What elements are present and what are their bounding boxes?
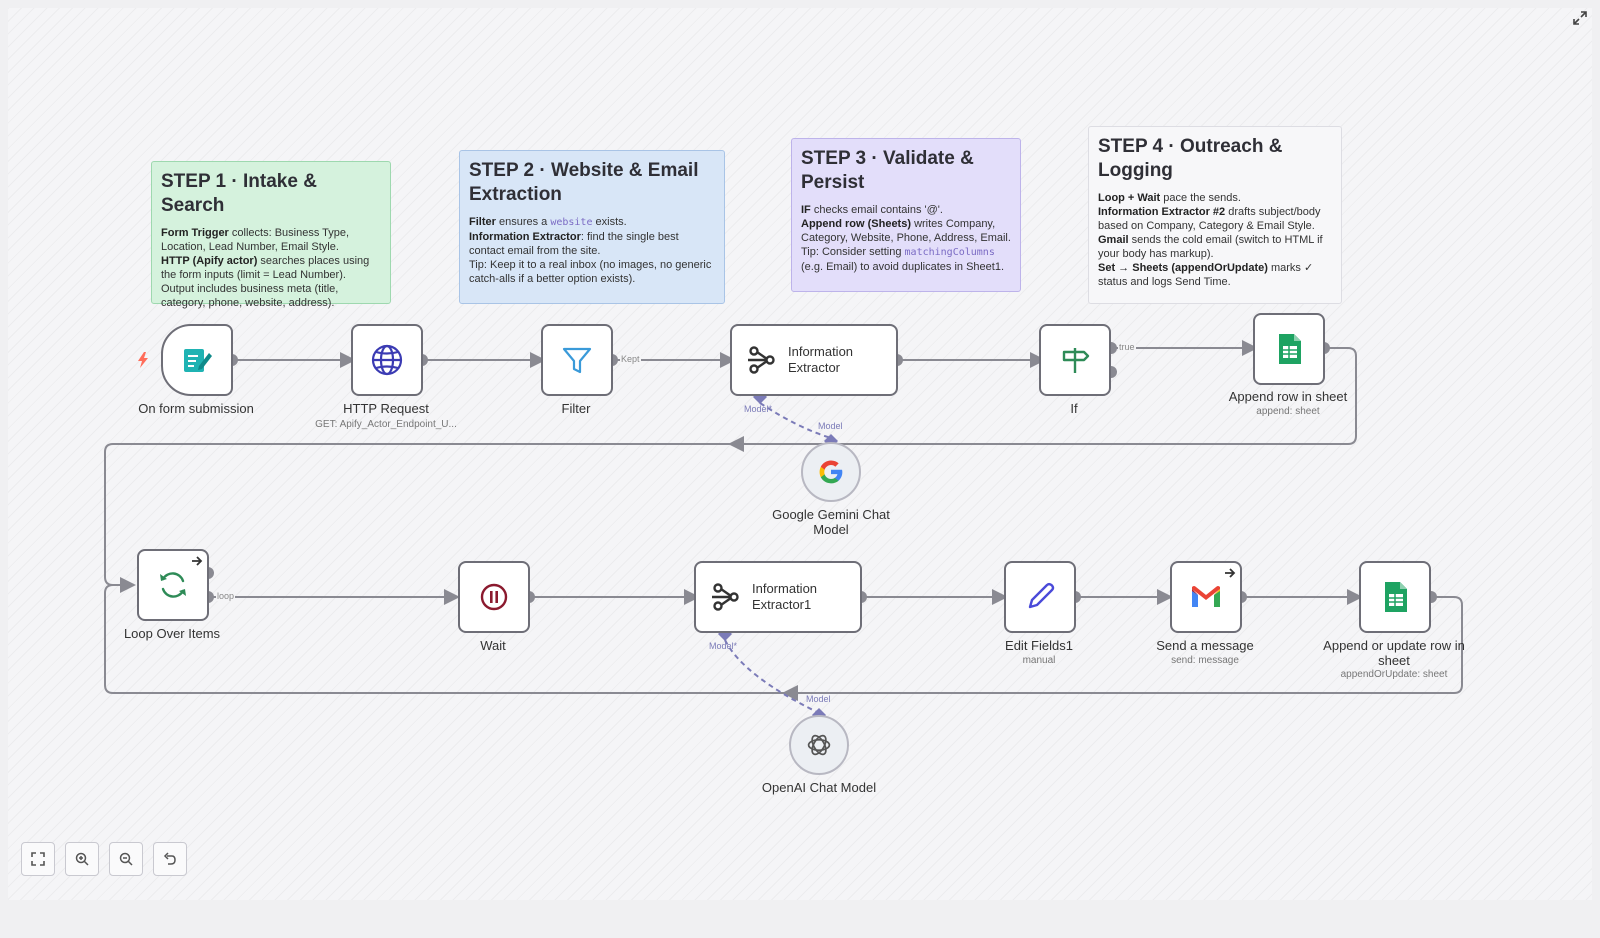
zoom-in-button[interactable] — [65, 842, 99, 876]
sticky-note-step1[interactable]: STEP 1 · Intake & Search Form Trigger co… — [151, 161, 391, 309]
edge-label-kept: Kept — [620, 354, 641, 364]
zoom-in-icon — [75, 852, 89, 866]
node-form-trigger[interactable] — [161, 324, 233, 396]
extractor-icon — [712, 583, 739, 611]
loop-icon — [160, 572, 186, 598]
zoom-out-button[interactable] — [109, 842, 143, 876]
node-information-extractor1[interactable]: Information Extractor1 — [694, 561, 862, 633]
node-label: Edit Fields1 — [1005, 638, 1073, 653]
edge-openai-model — [724, 639, 820, 714]
node-label: Information Extractor1 — [752, 581, 818, 612]
node-append-or-update[interactable] — [1359, 561, 1431, 633]
node-label: Filter — [561, 401, 591, 416]
model-label-required: Model* — [709, 641, 738, 651]
node-label: OpenAI Chat Model — [761, 780, 877, 795]
node-label: Append row in sheet — [1228, 389, 1348, 404]
arrow-right-icon — [1225, 568, 1236, 578]
node-gmail[interactable] — [1170, 561, 1242, 633]
node-gemini-model[interactable] — [801, 442, 861, 502]
node-append-row[interactable] — [1253, 313, 1325, 385]
signpost-icon — [1062, 348, 1090, 373]
node-label: Wait — [480, 638, 506, 653]
node-label: Loop Over Items — [123, 626, 221, 641]
model-label: Model — [818, 421, 843, 431]
node-label: Send a message — [1156, 638, 1254, 653]
edge-label-loop: loop — [216, 591, 236, 601]
edge-gemini-model — [759, 402, 832, 439]
node-openai-model[interactable] — [789, 715, 849, 775]
openai-icon — [807, 734, 831, 756]
form-icon — [184, 349, 212, 372]
undo-button[interactable] — [153, 842, 187, 876]
node-loop-over-items[interactable] — [137, 549, 209, 621]
node-subtitle: GET: Apify_Actor_Endpoint_U... — [315, 419, 457, 430]
note-text: IF checks email contains '@'. Append row… — [801, 204, 1011, 273]
node-edit-fields[interactable] — [1004, 561, 1076, 633]
note-text: Loop + Wait pace the sends. Information … — [1098, 192, 1323, 288]
pencil-icon — [1028, 582, 1055, 609]
trigger-bolt-icon — [138, 352, 148, 368]
node-http-request[interactable] — [351, 324, 423, 396]
note-title: STEP 3 · Validate & Persist — [801, 148, 974, 193]
node-label: Google Gemini Chat Model — [772, 507, 890, 537]
sticky-note-step4[interactable]: STEP 4 · Outreach & Logging Loop + Wait … — [1088, 126, 1342, 304]
node-label: On form submission — [138, 401, 254, 416]
fit-view-icon — [31, 852, 45, 866]
node-subtitle: appendOrUpdate: sheet — [1340, 669, 1448, 680]
note-text: Filter ensures a website exists. Informa… — [469, 216, 712, 285]
sticky-note-step2[interactable]: STEP 2 · Website & Email Extraction Filt… — [459, 150, 725, 304]
globe-icon — [371, 344, 403, 376]
sticky-note-step3[interactable]: STEP 3 · Validate & Persist IF checks em… — [791, 138, 1021, 292]
google-sheets-icon — [1385, 582, 1407, 612]
node-subtitle: send: message — [1171, 655, 1239, 666]
node-subtitle: manual — [1022, 655, 1056, 666]
edge-label-true: true — [1118, 342, 1136, 352]
undo-icon — [163, 852, 176, 865]
fit-view-button[interactable] — [21, 842, 55, 876]
model-label: Model — [806, 694, 831, 704]
node-label: Information Extractor — [788, 344, 854, 375]
note-text: Form Trigger collects: Business Type, Lo… — [161, 227, 370, 309]
expand-icon[interactable] — [1573, 11, 1587, 25]
node-filter[interactable] — [541, 324, 613, 396]
gmail-icon — [1192, 586, 1220, 607]
google-g-icon — [819, 460, 843, 484]
model-label-required: Model* — [744, 404, 773, 414]
note-title: STEP 1 · Intake & Search — [161, 171, 317, 216]
zoom-out-icon — [119, 852, 133, 866]
google-sheets-icon — [1279, 334, 1301, 364]
node-label: HTTP Request — [343, 401, 429, 416]
node-wait[interactable] — [458, 561, 530, 633]
pause-icon — [480, 583, 508, 611]
note-title: STEP 4 · Outreach & Logging — [1098, 136, 1283, 181]
node-if[interactable] — [1039, 324, 1111, 396]
filter-icon — [562, 347, 592, 374]
node-information-extractor[interactable]: Information Extractor — [730, 324, 898, 396]
extractor-icon — [748, 346, 775, 374]
node-subtitle: append: sheet — [1256, 406, 1320, 417]
node-label: Append or update row in sheet — [1323, 638, 1465, 668]
node-label: If — [1070, 401, 1078, 416]
note-title: STEP 2 · Website & Email Extraction — [469, 160, 699, 205]
workflow-canvas[interactable]: STEP 1 · Intake & Search Form Trigger co… — [8, 8, 1592, 900]
arrow-right-icon — [192, 556, 203, 566]
